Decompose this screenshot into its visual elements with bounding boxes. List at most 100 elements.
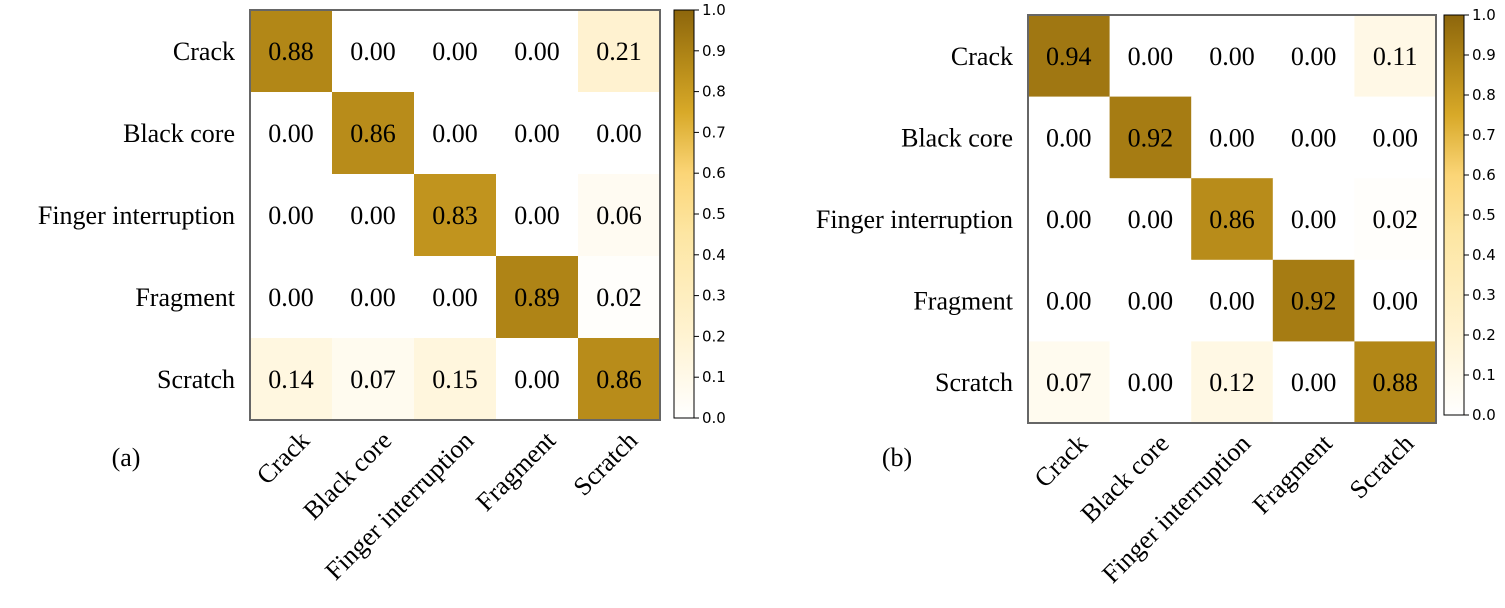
colorbar-tick-label: 0.5: [702, 205, 726, 223]
cell-value-label: 0.00: [1209, 287, 1255, 316]
heatmap-cell: [414, 174, 497, 257]
heatmap-cell: [496, 338, 579, 421]
cell-value-label: 0.00: [1372, 123, 1418, 152]
colorbar-tick-label: 0.1: [702, 368, 726, 386]
cell-value-label: 0.00: [1128, 42, 1174, 71]
heatmap-cell: [414, 10, 497, 93]
cell-value-label: 0.15: [432, 365, 478, 394]
heatmap-cell: [496, 10, 579, 93]
heatmap-cell: [578, 10, 661, 93]
colorbar-tick-label: 0.0: [702, 409, 726, 427]
column-label: Crack: [251, 426, 315, 490]
cell-value-label: 0.00: [1128, 287, 1174, 316]
heatmap-cell: [332, 10, 415, 93]
row-label: Finger interruption: [38, 201, 235, 230]
heatmap-cell: [1272, 259, 1355, 342]
heatmap-cell: [1109, 259, 1192, 342]
cell-value-label: 0.00: [1372, 287, 1418, 316]
cell-value-label: 0.00: [1128, 205, 1174, 234]
heatmap-cell: [1354, 96, 1437, 179]
colorbar-tick-label: 0.1: [1472, 366, 1496, 384]
colorbar-tick-label: 0.2: [1472, 326, 1496, 344]
cell-value-label: 0.86: [596, 365, 642, 394]
colorbar-tick-label: 1.0: [1472, 6, 1496, 24]
colorbar-tick-label: 0.5: [1472, 206, 1496, 224]
heatmap-cell: [250, 174, 333, 257]
heatmap-cell: [1028, 96, 1111, 179]
cell-value-label: 0.06: [596, 201, 642, 230]
cell-value-label: 0.12: [1209, 368, 1255, 397]
heatmap-cell: [1354, 259, 1437, 342]
heatmap-cell: [414, 338, 497, 421]
cell-value-label: 0.86: [1209, 205, 1255, 234]
heatmap-cell: [250, 10, 333, 93]
column-label: Finger interruption: [1096, 429, 1256, 589]
cell-value-label: 0.21: [596, 37, 642, 66]
heatmap-cell: [1272, 178, 1355, 261]
colorbar-tick-label: 0.2: [702, 327, 726, 345]
colorbar-tick-label: 0.3: [1472, 286, 1496, 304]
row-label: Black core: [901, 123, 1013, 152]
panel-label-a: (a): [112, 443, 141, 472]
colorbar: [673, 9, 695, 419]
colorbar-tick-label: 0.3: [702, 287, 726, 305]
heatmap-cell: [1191, 96, 1274, 179]
row-label: Fragment: [913, 287, 1013, 316]
colorbar-tick-label: 0.6: [702, 164, 726, 182]
cell-value-label: 0.00: [514, 119, 560, 148]
heatmap-frame: [249, 9, 661, 421]
cell-value-label: 0.00: [1209, 42, 1255, 71]
cell-value-label: 0.00: [432, 119, 478, 148]
row-label: Scratch: [935, 368, 1013, 397]
colorbar-tick-label: 0.8: [1472, 86, 1496, 104]
heatmap-cell: [1028, 341, 1111, 424]
column-label: Fragment: [470, 425, 562, 517]
heatmap-cell: [332, 92, 415, 175]
colorbar-tick-label: 1.0: [702, 1, 726, 19]
cell-value-label: 0.00: [596, 119, 642, 148]
row-label: Fragment: [135, 283, 235, 312]
heatmap-cell: [496, 174, 579, 257]
column-label: Finger interruption: [319, 426, 479, 586]
cell-value-label: 0.11: [1373, 42, 1418, 71]
row-label: Finger interruption: [816, 205, 1013, 234]
cell-value-label: 0.00: [1046, 205, 1092, 234]
heatmap-cell: [496, 256, 579, 339]
cell-value-label: 0.89: [514, 283, 560, 312]
heatmap-cell: [332, 338, 415, 421]
heatmap-frame: [1027, 14, 1437, 424]
heatmap-cell: [1028, 178, 1111, 261]
cell-value-label: 0.92: [1291, 287, 1337, 316]
heatmap-cell: [1272, 96, 1355, 179]
cell-value-label: 0.14: [268, 365, 314, 394]
column-label: Crack: [1029, 429, 1093, 493]
cell-value-label: 0.00: [1046, 123, 1092, 152]
colorbar-tick-label: 0.8: [702, 83, 726, 101]
heatmap-cell: [250, 256, 333, 339]
colorbar-tick-label: 0.6: [1472, 166, 1496, 184]
cell-value-label: 0.02: [1372, 205, 1418, 234]
heatmap-cell: [250, 338, 333, 421]
cell-value-label: 0.00: [268, 201, 314, 230]
cell-value-label: 0.02: [596, 283, 642, 312]
heatmap-cell: [414, 92, 497, 175]
heatmap-cell: [1028, 15, 1111, 98]
heatmap-cell: [578, 174, 661, 257]
cell-value-label: 0.00: [514, 37, 560, 66]
row-label: Scratch: [157, 365, 235, 394]
cell-value-label: 0.00: [268, 283, 314, 312]
cell-value-label: 0.00: [1291, 368, 1337, 397]
cell-value-label: 0.86: [350, 119, 396, 148]
cell-value-label: 0.94: [1046, 42, 1092, 71]
cell-value-label: 0.00: [432, 37, 478, 66]
cell-value-label: 0.88: [1372, 368, 1418, 397]
cell-value-label: 0.00: [1291, 42, 1337, 71]
column-label: Fragment: [1247, 428, 1339, 520]
colorbar-tick-label: 0.4: [1472, 246, 1496, 264]
column-label: Scratch: [568, 426, 644, 502]
cell-value-label: 0.83: [432, 201, 478, 230]
heatmap-cell: [578, 338, 661, 421]
cell-value-label: 0.00: [1209, 123, 1255, 152]
